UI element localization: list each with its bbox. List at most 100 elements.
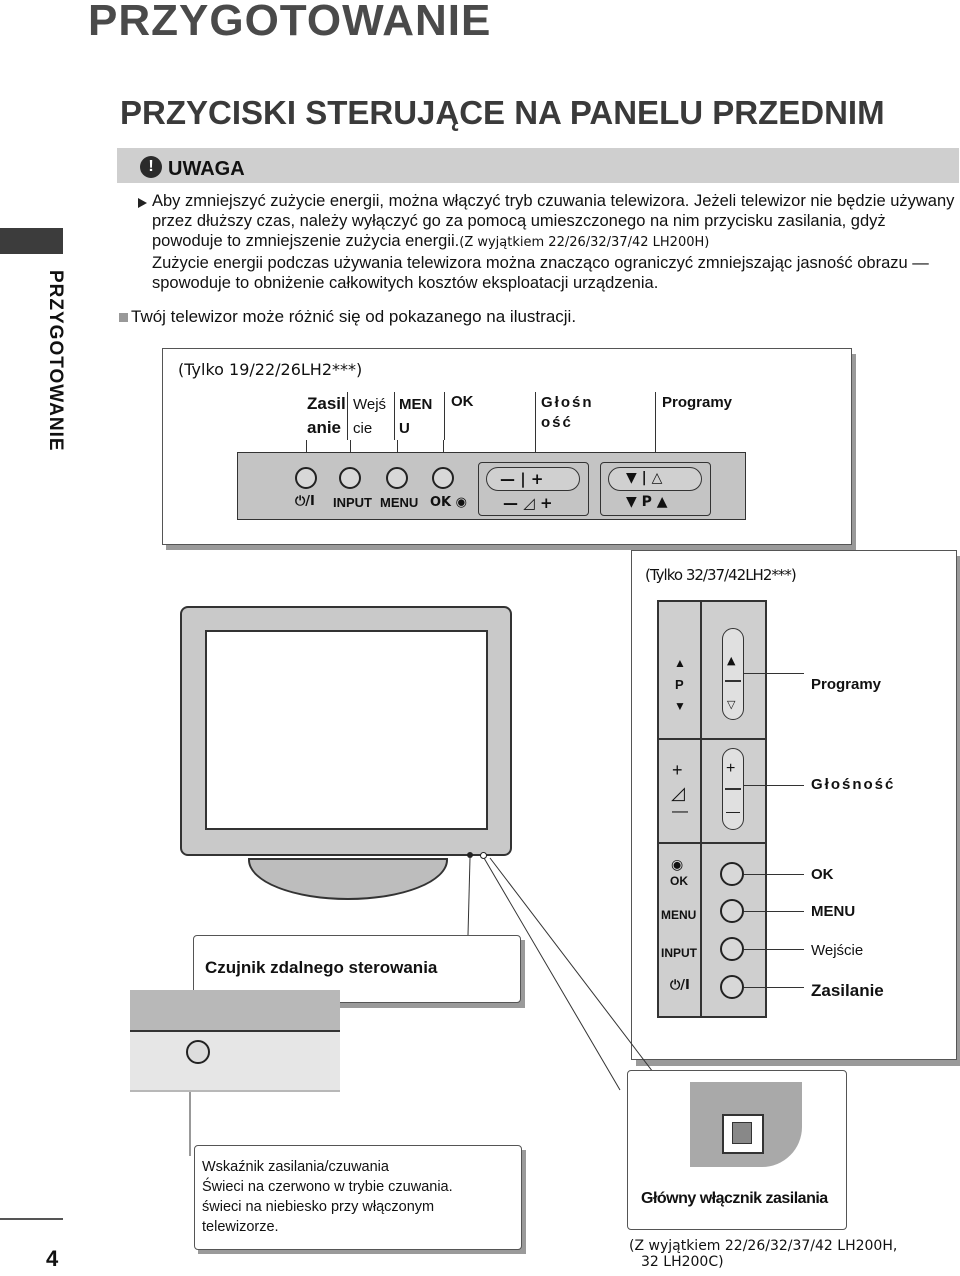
main-switch-note-2: 32 LH200C): [641, 1254, 724, 1270]
side-label-programs: Programy: [811, 676, 882, 693]
note-text: Aby zmniejszyć zużycie energii, można wł…: [152, 191, 957, 293]
indicator-line-4: telewizorze.: [202, 1219, 279, 1235]
power-indicator-dot: [467, 852, 473, 858]
indicator-line-2: Świeci na czerwono w trybie czuwania.: [202, 1179, 453, 1195]
page-number: 4: [46, 1246, 59, 1271]
label-power-1: Zasil: [307, 394, 346, 413]
side-menu-button[interactable]: [720, 899, 744, 923]
side-tab: [0, 228, 63, 254]
side-menu-label: MENU: [661, 908, 697, 922]
sensor-closeup-bezel: [130, 1030, 340, 1090]
volume-rocker[interactable]: [486, 467, 580, 491]
programs-area: [600, 462, 711, 516]
main-switch-note-1: (Z wyjątkiem 22/26/32/37/42 LH200H,: [629, 1238, 898, 1254]
side-label-power: Zasilanie: [811, 981, 884, 1000]
side-label-volume: Głośność: [811, 776, 896, 793]
ok-button[interactable]: [432, 467, 454, 489]
label-menu-2: U: [399, 420, 410, 437]
label-ok: OK: [451, 393, 474, 410]
square-bullet-icon: [119, 313, 128, 322]
label-programs: Programy: [662, 394, 733, 411]
indicator-line-3: świeci na niebiesko przy włączonym: [202, 1199, 435, 1215]
volume-icon: ◿: [671, 783, 685, 804]
side-ok-button[interactable]: [720, 862, 744, 886]
volume-area: [478, 462, 589, 516]
label-input: Wejś cie: [353, 393, 386, 441]
rocker-mid-icon: [725, 788, 741, 790]
section-title: PRZYCISKI STERUJĄCE NA PANELU PRZEDNIM: [120, 94, 885, 131]
leader-line: [483, 857, 621, 1091]
label-input-2: cie: [353, 420, 373, 437]
leader-line: [744, 785, 804, 786]
volume-under-label: — ◿ +: [503, 494, 553, 512]
main-switch-note: (Z wyjątkiem 22/26/32/37/42 LH200H, 32 L…: [629, 1238, 897, 1270]
side-vol-minus: —: [672, 803, 688, 820]
sensor-title: Czujnik zdalnego sterowania: [205, 958, 438, 977]
side-divider: [0, 1218, 63, 1220]
rocker-up-icon: ▲: [727, 654, 736, 667]
label-volume-1: Głośn: [541, 394, 594, 411]
rocker-plus-icon: +: [726, 760, 736, 777]
note-second: Zużycie energii podczas używania telewiz…: [152, 254, 929, 292]
side-power-button[interactable]: [720, 975, 744, 999]
label-power-2: anie: [307, 418, 342, 437]
side-prog-down: ▼: [674, 699, 686, 713]
side-control-panel: [657, 600, 767, 1018]
side-power-label: ⏻/I: [670, 978, 690, 993]
side-prog-p: P: [675, 677, 684, 692]
remote-sensor-icon: [186, 1040, 210, 1064]
programs-rocker-label: ▼ | △: [626, 470, 663, 486]
side-label: PRZYGOTOWANIE: [45, 270, 66, 452]
label-divider: [394, 392, 395, 440]
side-label-ok: OK: [811, 866, 834, 883]
indicator-box: [194, 1145, 522, 1250]
side-input-button[interactable]: [720, 937, 744, 961]
label-input-1: Wejś: [353, 396, 387, 413]
label-volume: Głośn ość: [541, 393, 594, 433]
label-divider: [655, 392, 656, 464]
note-heading: UWAGA: [168, 158, 245, 180]
side-ok-label: OK: [670, 874, 688, 888]
side-model-note: (Tylko 32/37/42LH2***): [645, 566, 797, 584]
side-input-label: INPUT: [661, 946, 697, 960]
side-vol-plus: +: [672, 760, 683, 780]
page-title: PRZYGOTOWANIE: [88, 0, 492, 45]
bullet-arrow-icon: [138, 198, 147, 208]
tv-note: Twój telewizor może różnić się od pokaza…: [131, 307, 577, 326]
tv-screen: [205, 630, 488, 830]
label-power: Zasil anie: [307, 392, 346, 440]
note-exception: (Z wyjątkiem 22/26/32/37/42 LH200H): [459, 235, 710, 250]
indicator-text: Wskaźnik zasilania/czuwania Świeci na cz…: [202, 1157, 453, 1237]
menu-label: MENU: [380, 495, 419, 510]
panel-edge: [700, 600, 702, 1018]
side-label-input: Wejście: [811, 942, 864, 959]
label-menu-1: MEN: [399, 396, 433, 413]
menu-button[interactable]: [386, 467, 408, 489]
volume-rocker-label: — | +: [500, 470, 544, 488]
side-programs-rocker[interactable]: [722, 628, 744, 720]
side-label-menu: MENU: [811, 903, 856, 920]
main-switch-title: Główny włącznik zasilania: [641, 1190, 828, 1207]
label-divider: [444, 392, 445, 440]
ok-label: OK ◉: [430, 495, 467, 510]
main-power-switch[interactable]: [732, 1122, 752, 1144]
label-divider: [347, 392, 348, 440]
input-button[interactable]: [339, 467, 361, 489]
top-model-note: (Tylko 19/22/26LH2***): [178, 360, 363, 379]
leader-line: [744, 987, 804, 988]
side-prog-up: ▲: [674, 656, 686, 670]
indicator-line-1: Wskaźnik zasilania/czuwania: [202, 1159, 389, 1175]
remote-sensor-dot: [480, 852, 487, 859]
panel-divider: [657, 738, 765, 740]
leader-line: [744, 949, 804, 950]
rocker-mid-icon: [725, 680, 741, 682]
main-switch-frame: [722, 1114, 764, 1154]
label-divider: [535, 392, 536, 464]
input-label: INPUT: [333, 495, 372, 510]
programs-rocker[interactable]: [608, 467, 702, 491]
ok-symbol-icon: ◉: [671, 857, 684, 873]
rocker-minus-icon: —: [726, 803, 740, 819]
panel-divider: [657, 842, 765, 844]
power-button[interactable]: [295, 467, 317, 489]
leader-line: [744, 874, 804, 875]
